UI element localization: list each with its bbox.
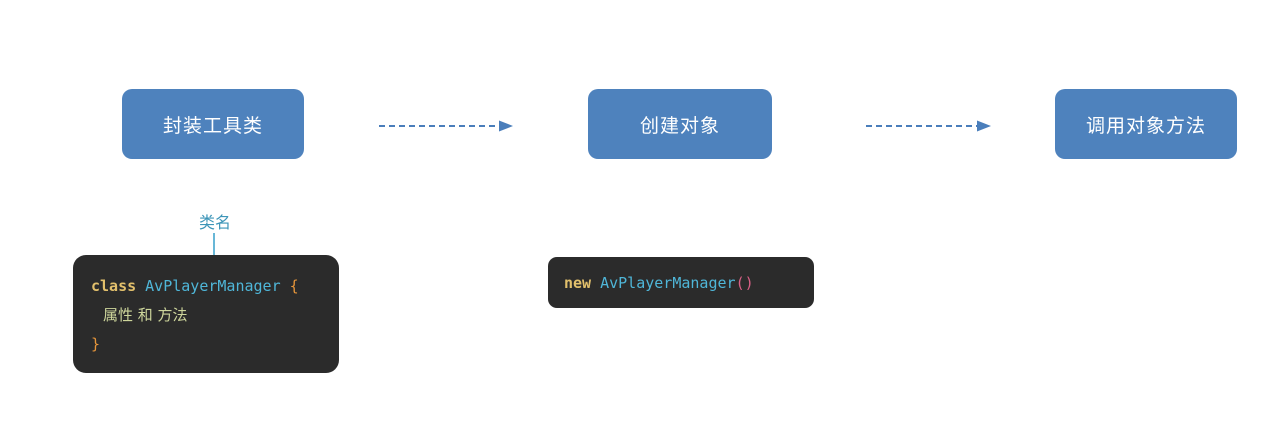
flow-step-label-3: 调用对象方法	[1085, 114, 1206, 137]
flow-step-label-2: 创建对象	[639, 114, 720, 137]
keyword-token: class	[91, 277, 137, 295]
classname-token: AvPlayerManager	[600, 273, 736, 292]
dashed-arrow-icon	[379, 120, 513, 132]
flow-step-box-2: 创建对象	[588, 89, 772, 159]
code-line-body: 属性 和 方法	[91, 301, 321, 330]
flow-step-label-1: 封装工具类	[162, 114, 263, 137]
code-line-closing: }	[91, 330, 321, 359]
close-brace-token: }	[91, 335, 101, 353]
parens-token: ()	[735, 273, 754, 292]
code-block-class-definition: class AvPlayerManager { 属性 和 方法 }	[73, 255, 339, 373]
dashed-arrow-icon	[866, 120, 991, 132]
code-line-class-signature: class AvPlayerManager {	[91, 272, 321, 301]
classname-token: AvPlayerManager	[145, 277, 281, 295]
flow-step-box-1: 封装工具类	[122, 89, 304, 159]
open-brace-token: {	[289, 277, 299, 295]
code-block-instantiation: new AvPlayerManager()	[548, 257, 814, 308]
flow-step-box-3: 调用对象方法	[1055, 89, 1237, 159]
keyword-token: new	[564, 273, 592, 292]
body-text-token: 属性 和 方法	[103, 306, 188, 324]
annotation-label: 类名	[198, 213, 231, 232]
